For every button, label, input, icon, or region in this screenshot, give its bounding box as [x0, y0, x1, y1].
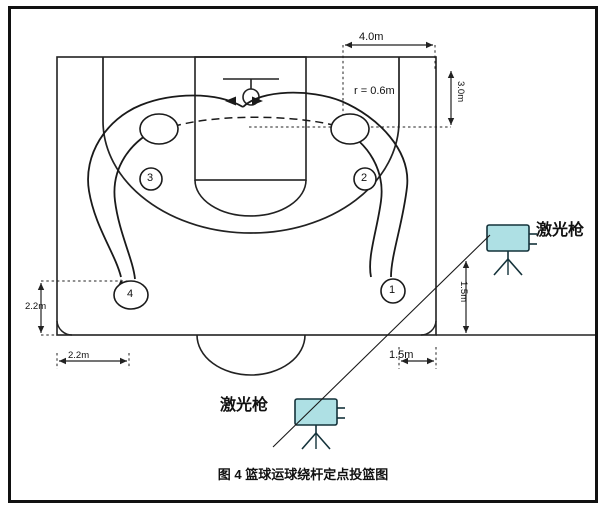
cone-marker-4: 4 — [127, 288, 134, 300]
figure-border: 4.0m r = 0.6m 3.0m 2.2m 2.2m 1.5m 1.5m 激… — [8, 6, 598, 503]
figure-caption: 图 4 篮球运球绕杆定点投篮图 — [217, 467, 389, 482]
dashed-path — [160, 116, 348, 132]
laser-body-right — [486, 224, 530, 252]
laser-gun-right — [486, 224, 537, 276]
dimension-right-top-height: 3.0m — [455, 81, 466, 103]
cone-marker-1: 1 — [389, 284, 396, 296]
dimension-laser-height-right: 1.5m — [458, 281, 469, 303]
corner-arcs — [56, 320, 437, 336]
laser-beam — [272, 234, 491, 448]
cone-marker-2: 2 — [361, 172, 368, 184]
dimension-arrows — [37, 41, 470, 365]
cone-markers — [113, 113, 406, 310]
dribble-path — [87, 91, 409, 280]
laser-gun-right-label: 激光枪 — [536, 222, 585, 239]
laser-body-bottom — [294, 398, 338, 426]
laser-gun-bottom-label: 激光枪 — [220, 397, 269, 414]
dimension-left-bottom-height: 2.2m — [25, 301, 47, 312]
basketball-drill-diagram — [37, 41, 595, 450]
three-point-arc — [102, 57, 400, 234]
dimension-radius: r = 0.6m — [354, 85, 395, 97]
cone-marker-3: 3 — [147, 172, 154, 184]
center-circle-arc — [196, 334, 306, 376]
dimension-laser-offset-bottom: 1.5m — [389, 349, 414, 361]
dimension-top-width: 4.0m — [359, 31, 384, 43]
laser-gun-bottom — [294, 398, 345, 450]
key-area — [194, 56, 307, 217]
dimension-bottom-left-width: 2.2m — [68, 350, 90, 361]
